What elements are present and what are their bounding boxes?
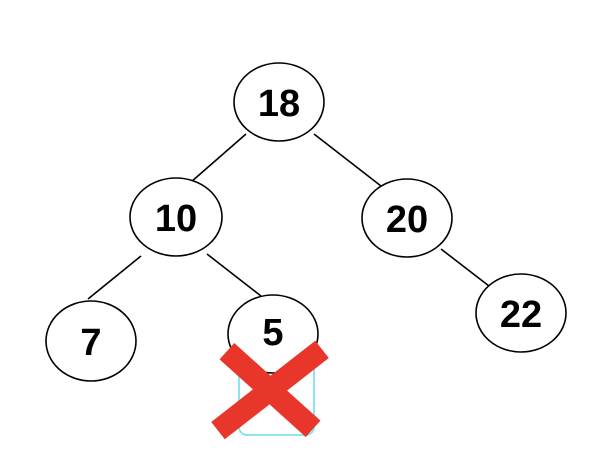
cross-bar [219,343,321,437]
edge-20-22 [440,248,490,287]
tree-node-20: 20 [361,178,453,258]
tree-node-10: 10 [129,177,223,257]
node-label: 22 [500,294,542,336]
node-circle [227,294,319,374]
node-label: 20 [386,199,428,241]
edge-10-5 [206,253,262,297]
node-label: 10 [155,198,197,240]
node-circle [129,177,223,257]
edge-18-10 [190,133,247,183]
node-circle [361,178,453,258]
tree-node-5: 5 [227,294,319,374]
tree-node-22: 22 [475,273,567,353]
node-label: 7 [80,322,101,364]
delete-cross-icon [211,340,329,440]
edge-10-7 [87,255,142,300]
node-label: 18 [258,83,300,125]
node-label: 5 [262,312,283,354]
tree-node-7: 7 [45,300,137,382]
node-circle [233,62,325,142]
node-circle [45,300,137,382]
edge-18-20 [313,133,382,187]
tree-node-18: 18 [233,62,325,142]
tree-edges [87,133,490,300]
node-circle [475,273,567,353]
